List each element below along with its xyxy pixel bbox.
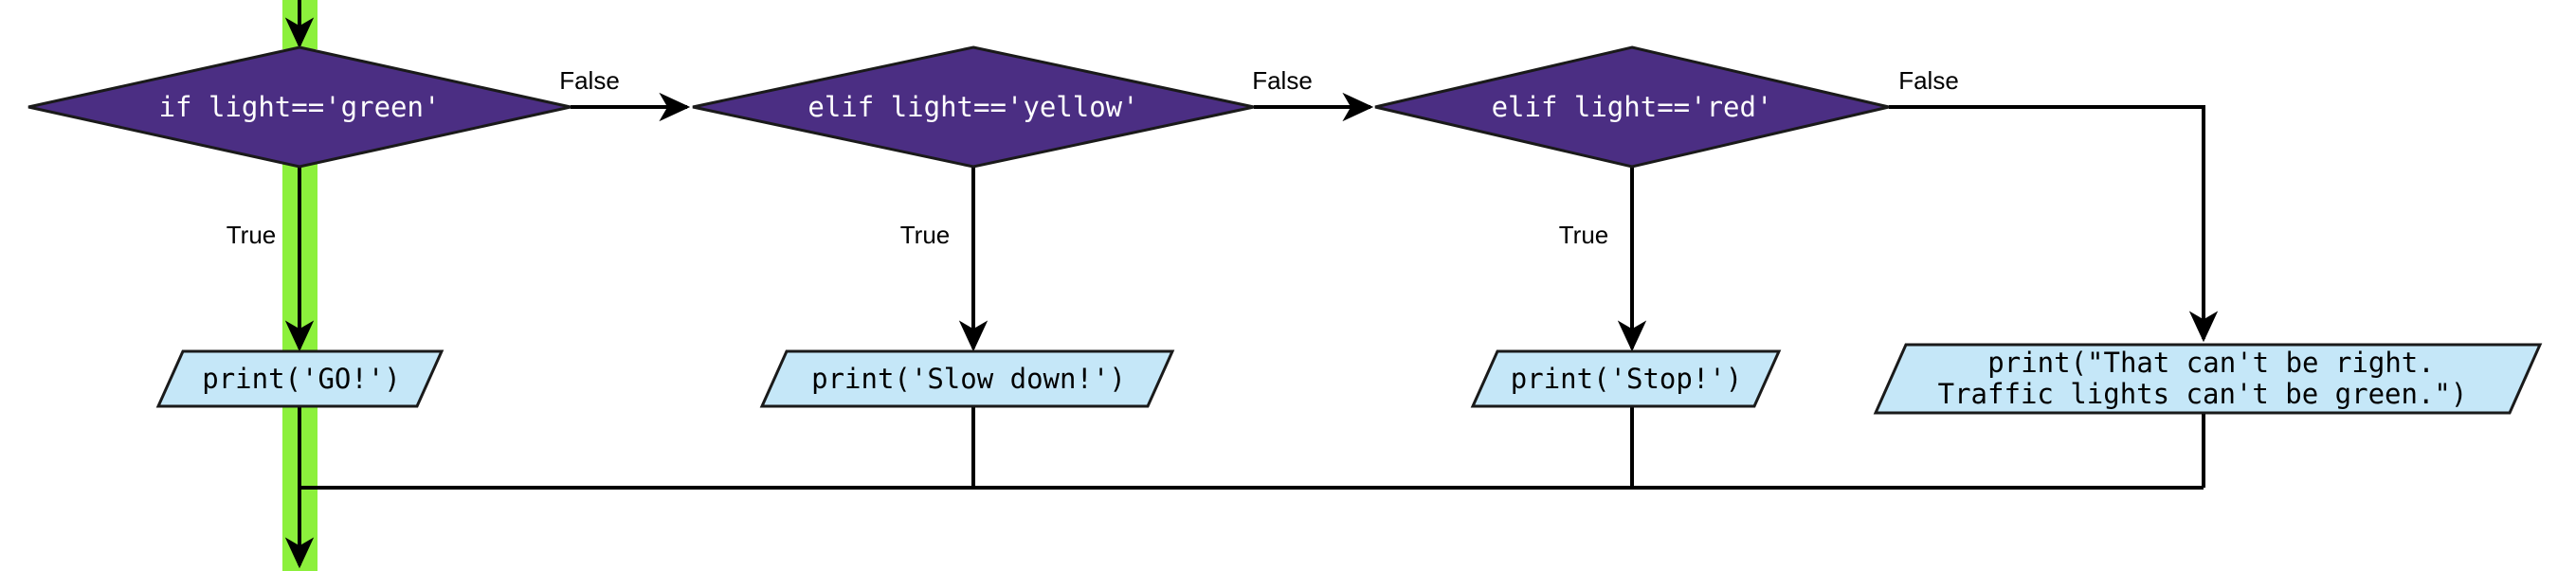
output-stop-label: print('Stop!') — [1511, 363, 1742, 395]
output-slow-parallelogram[interactable] — [759, 349, 1175, 408]
output-go-parallelogram[interactable] — [155, 349, 444, 408]
decision-red-label: elif light=='red' — [1492, 91, 1773, 123]
output-stop-parallelogram[interactable] — [1470, 349, 1782, 408]
node-output-slow[interactable]: print('Slow down!') — [759, 349, 1175, 408]
output-slow-label: print('Slow down!') — [811, 363, 1126, 395]
node-decision-yellow[interactable]: elif light=='yellow' — [692, 45, 1255, 169]
decision-yellow-diamond[interactable] — [692, 45, 1255, 169]
decision-green-diamond[interactable] — [27, 45, 571, 169]
node-decision-red[interactable]: elif light=='red' — [1374, 45, 1890, 169]
edges-layer — [284, 0, 2219, 569]
node-output-go[interactable]: print('GO!') — [155, 349, 444, 408]
decision-green-label: if light=='green' — [159, 91, 441, 123]
edge-labels-layer: False False False True True True — [227, 66, 1959, 249]
node-decision-green[interactable]: if light=='green' — [27, 45, 571, 169]
output-error-parallelogram[interactable] — [1873, 343, 2543, 415]
output-error-label-line2: Traffic lights can't be green.") — [1938, 378, 2468, 410]
edge-label-yellow-false: False — [1252, 66, 1313, 95]
output-error-label-line1: print("That can't be right. — [1987, 347, 2434, 379]
edge-label-green-true: True — [227, 221, 277, 249]
node-output-stop[interactable]: print('Stop!') — [1470, 349, 1782, 408]
edge-label-green-false: False — [559, 66, 620, 95]
edge-red-false-to-error — [1889, 105, 2219, 343]
node-output-error[interactable]: print("That can't be right. Traffic ligh… — [1873, 343, 2543, 415]
edge-label-red-true: True — [1559, 221, 1609, 249]
decision-red-diamond[interactable] — [1374, 45, 1890, 169]
edge-label-yellow-true: True — [900, 221, 951, 249]
output-go-label: print('GO!') — [202, 363, 401, 395]
decision-yellow-label: elif light=='yellow' — [807, 91, 1138, 123]
edge-label-red-false: False — [1898, 66, 1959, 95]
